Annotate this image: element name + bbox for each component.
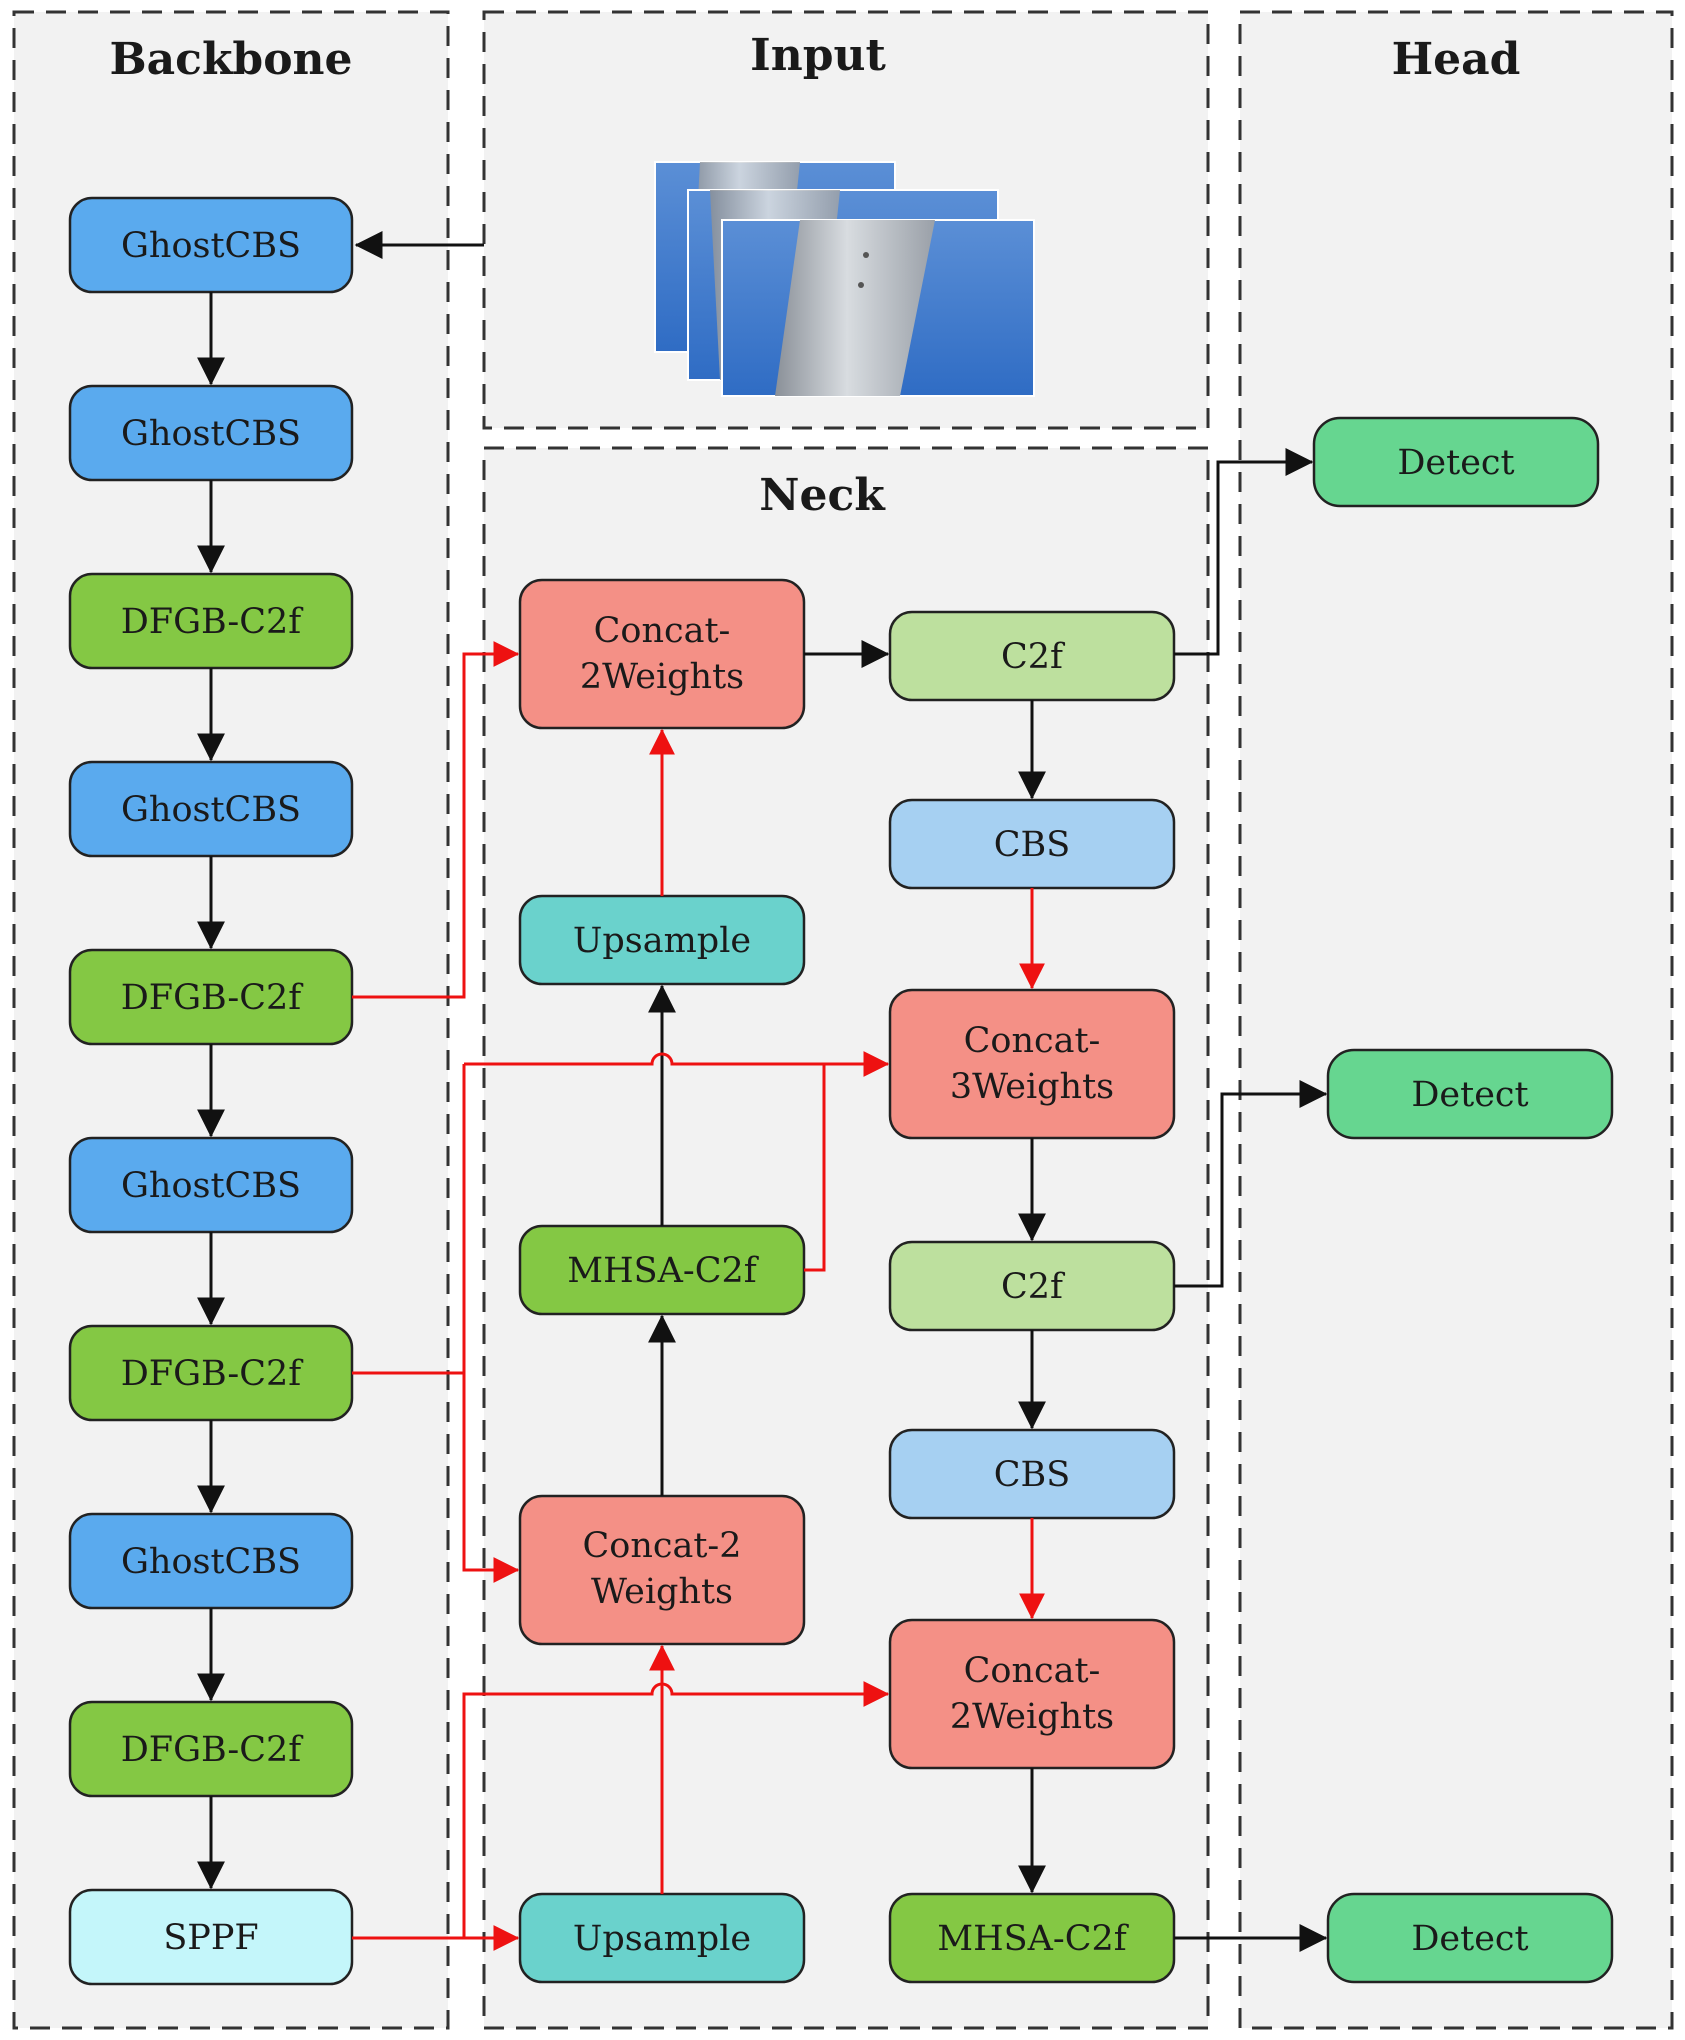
neck-mhsa-c2f-label: MHSA-C2f xyxy=(567,1251,759,1291)
edge-bus-to-concatmid xyxy=(462,1064,520,1583)
backbone-dfgb-c2f-3-label: DFGB-C2f xyxy=(121,1354,305,1394)
backbone-sppf-label: SPPF xyxy=(163,1918,258,1958)
black-connectors xyxy=(197,231,1328,1952)
neck-cbs-bottom-label: CBS xyxy=(994,1455,1070,1495)
neck-mhsa-c2f-out-label: MHSA-C2f xyxy=(937,1919,1129,1959)
backbone-ghostcbs-5-label: GhostCBS xyxy=(121,1542,301,1582)
neck-title: Neck xyxy=(759,470,886,521)
neck-upsample-top: Upsample xyxy=(518,894,806,986)
red-connectors xyxy=(352,641,1045,1951)
edge-c2ftop-to-detect1 xyxy=(1174,448,1314,656)
neck-c2f-mid: C2f xyxy=(888,1240,1176,1332)
head-panel: Head xyxy=(1238,10,1674,2030)
edge-dfgb2-to-concattop xyxy=(352,641,520,999)
neck-upsample-bottom-label: Upsample xyxy=(573,1919,751,1959)
neck-concat3-line2: 3Weights xyxy=(950,1067,1114,1107)
neck-concat-bottom-line2: 2Weights xyxy=(950,1697,1114,1737)
input-image-stack xyxy=(654,161,1035,397)
backbone-dfgb-c2f-1-label: DFGB-C2f xyxy=(121,602,305,642)
neck-concat-mid-line2: Weights xyxy=(591,1572,733,1612)
backbone-ghostcbs-2-label: GhostCBS xyxy=(121,414,301,454)
head-detect-3-label: Detect xyxy=(1411,1919,1528,1959)
head-detect-2-label: Detect xyxy=(1411,1075,1528,1115)
backbone-dfgb-c2f-1: DFGB-C2f xyxy=(68,572,354,670)
edge-c2fmid-to-detect2 xyxy=(1174,1080,1328,1288)
neck-concat-3weights: Concat- 3Weights xyxy=(888,988,1176,1140)
neck-cbs-top: CBS xyxy=(888,798,1176,890)
backbone-ghostcbs-4: GhostCBS xyxy=(68,1136,354,1234)
backbone-ghostcbs-1: GhostCBS xyxy=(68,196,354,294)
backbone-dfgb-c2f-4: DFGB-C2f xyxy=(68,1700,354,1798)
neck-c2f-top: C2f xyxy=(888,610,1176,702)
neck-mhsa-c2f: MHSA-C2f xyxy=(518,1224,806,1316)
neck-concat3-line1: Concat- xyxy=(964,1021,1101,1061)
neck-concat-mid-line1: Concat-2 xyxy=(582,1526,741,1566)
backbone-dfgb-c2f-2-label: DFGB-C2f xyxy=(121,978,305,1018)
neck-c2f-top-label: C2f xyxy=(1001,637,1066,677)
neck-upsample-bottom: Upsample xyxy=(518,1892,806,1984)
backbone-ghostcbs-2: GhostCBS xyxy=(68,384,354,482)
neck-concat-2weights-mid: Concat-2 Weights xyxy=(518,1494,806,1646)
edge-mhsa-to-concat3 xyxy=(804,1064,826,1272)
backbone-dfgb-c2f-2: DFGB-C2f xyxy=(68,948,354,1046)
backbone-ghostcbs-4-label: GhostCBS xyxy=(121,1166,301,1206)
backbone-title: Backbone xyxy=(109,34,352,85)
edge-bus-to-concat3 xyxy=(464,1051,890,1077)
head-detect-2: Detect xyxy=(1326,1048,1614,1140)
head-detect-1-label: Detect xyxy=(1397,443,1514,483)
neck-concat-2weights-top: Concat- 2Weights xyxy=(518,578,806,730)
backbone-ghostcbs-1-label: GhostCBS xyxy=(121,226,301,266)
edge-sppf-to-concatbottom xyxy=(462,1681,890,1938)
neck-concat-2weights-bottom: Concat- 2Weights xyxy=(888,1618,1176,1770)
head-detect-1: Detect xyxy=(1312,416,1600,508)
backbone-sppf: SPPF xyxy=(68,1888,354,1986)
neck-concat-top-line2: 2Weights xyxy=(580,657,744,697)
backbone-ghostcbs-3-label: GhostCBS xyxy=(121,790,301,830)
input-title: Input xyxy=(750,30,886,81)
head-title: Head xyxy=(1392,34,1521,85)
neck-upsample-top-label: Upsample xyxy=(573,921,751,961)
neck-cbs-bottom: CBS xyxy=(888,1428,1176,1520)
neck-concat-bottom-line1: Concat- xyxy=(964,1651,1101,1691)
backbone-ghostcbs-3: GhostCBS xyxy=(68,760,354,858)
head-detect-3: Detect xyxy=(1326,1892,1614,1984)
backbone-ghostcbs-5: GhostCBS xyxy=(68,1512,354,1610)
neck-cbs-top-label: CBS xyxy=(994,825,1070,865)
neck-mhsa-c2f-out: MHSA-C2f xyxy=(888,1892,1176,1984)
neck-concat-top-line1: Concat- xyxy=(594,611,731,651)
backbone-dfgb-c2f-3: DFGB-C2f xyxy=(68,1324,354,1422)
backbone-dfgb-c2f-4-label: DFGB-C2f xyxy=(121,1730,305,1770)
neck-c2f-mid-label: C2f xyxy=(1001,1267,1066,1307)
